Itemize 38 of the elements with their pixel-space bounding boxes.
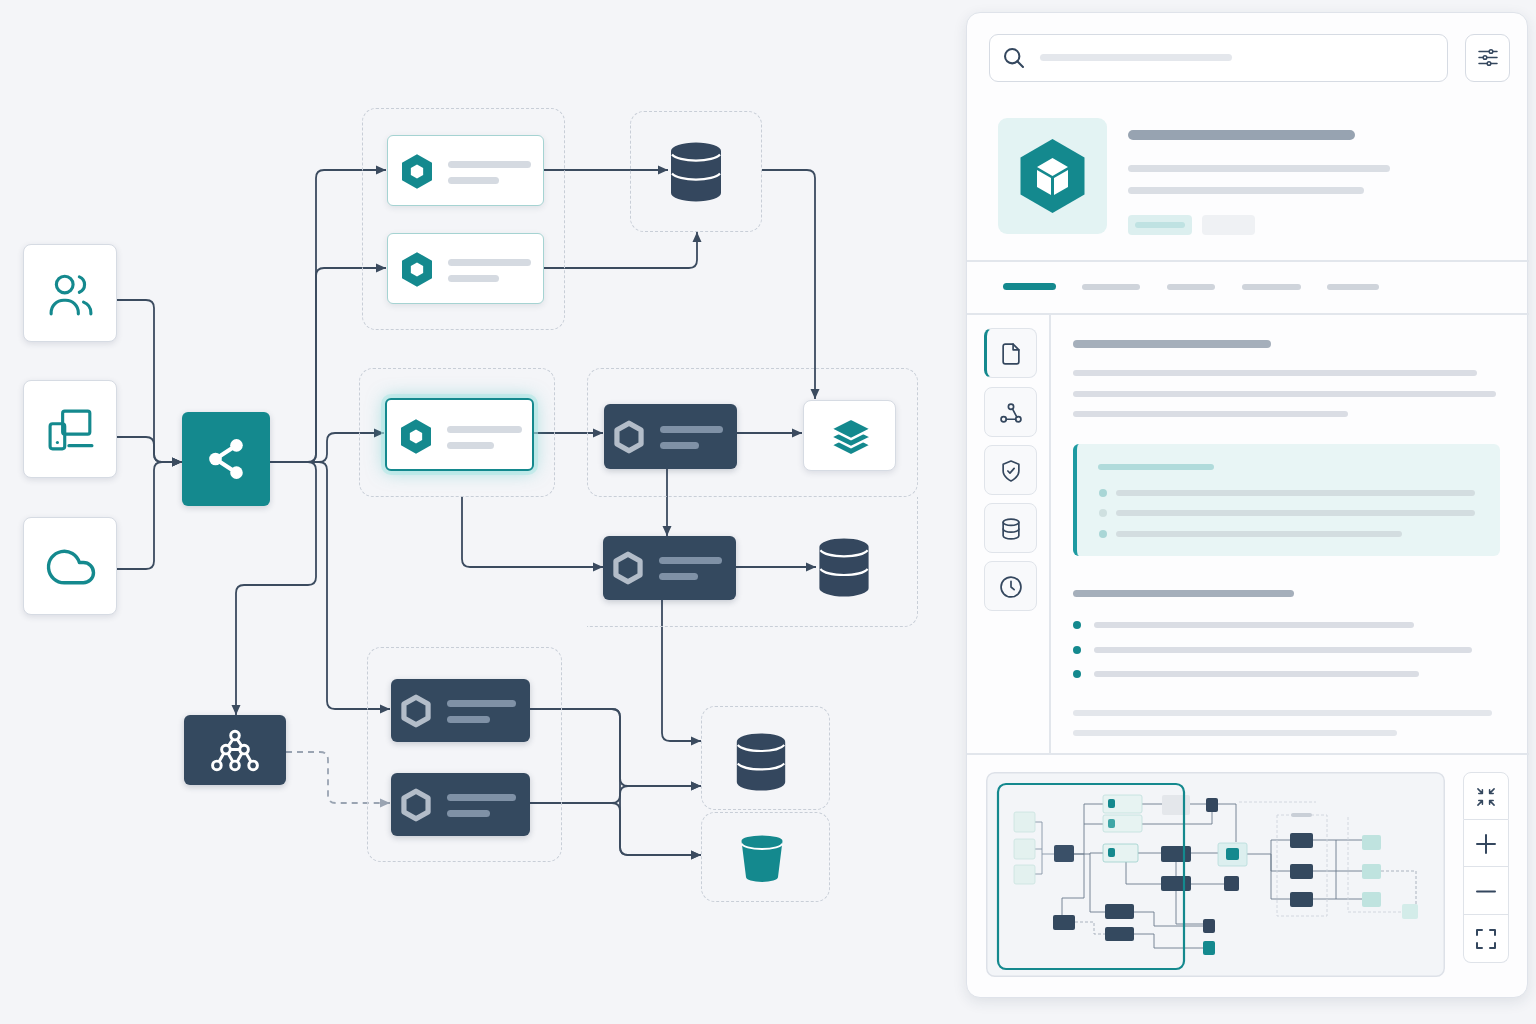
arrow xyxy=(542,231,702,269)
dashed-group xyxy=(362,108,565,330)
arrow xyxy=(285,751,391,808)
icon-card xyxy=(23,244,117,342)
icon-card xyxy=(803,400,896,471)
service-card xyxy=(387,135,544,206)
database-cylinder xyxy=(734,732,788,792)
selected-service-card xyxy=(385,398,534,471)
arrow xyxy=(662,467,672,537)
dashed-group xyxy=(587,497,918,627)
arrow xyxy=(269,461,391,714)
database-cylinder xyxy=(816,537,872,598)
dashed-group xyxy=(359,368,555,497)
process-card xyxy=(604,404,737,469)
arrow xyxy=(735,428,803,438)
dashed-group xyxy=(701,706,830,810)
bucket xyxy=(740,834,784,883)
graph-box xyxy=(184,715,286,785)
dashed-group xyxy=(630,111,762,232)
arrow xyxy=(461,496,604,572)
arrow xyxy=(532,428,604,438)
arrow xyxy=(735,562,817,572)
hub-box xyxy=(182,412,270,506)
database-cylinder xyxy=(669,141,723,203)
service-card xyxy=(387,233,544,304)
dashed-group xyxy=(701,812,830,902)
process-card xyxy=(391,679,530,742)
arrow xyxy=(542,165,669,175)
arrow xyxy=(116,457,183,570)
process-card xyxy=(603,536,736,600)
process-card xyxy=(391,773,530,836)
icon-card xyxy=(23,517,117,615)
arrow xyxy=(231,461,317,716)
dashed-group xyxy=(587,368,918,497)
icon-card xyxy=(23,380,117,478)
arrow xyxy=(761,169,820,400)
arrow xyxy=(661,599,702,746)
dashed-group xyxy=(367,647,562,862)
